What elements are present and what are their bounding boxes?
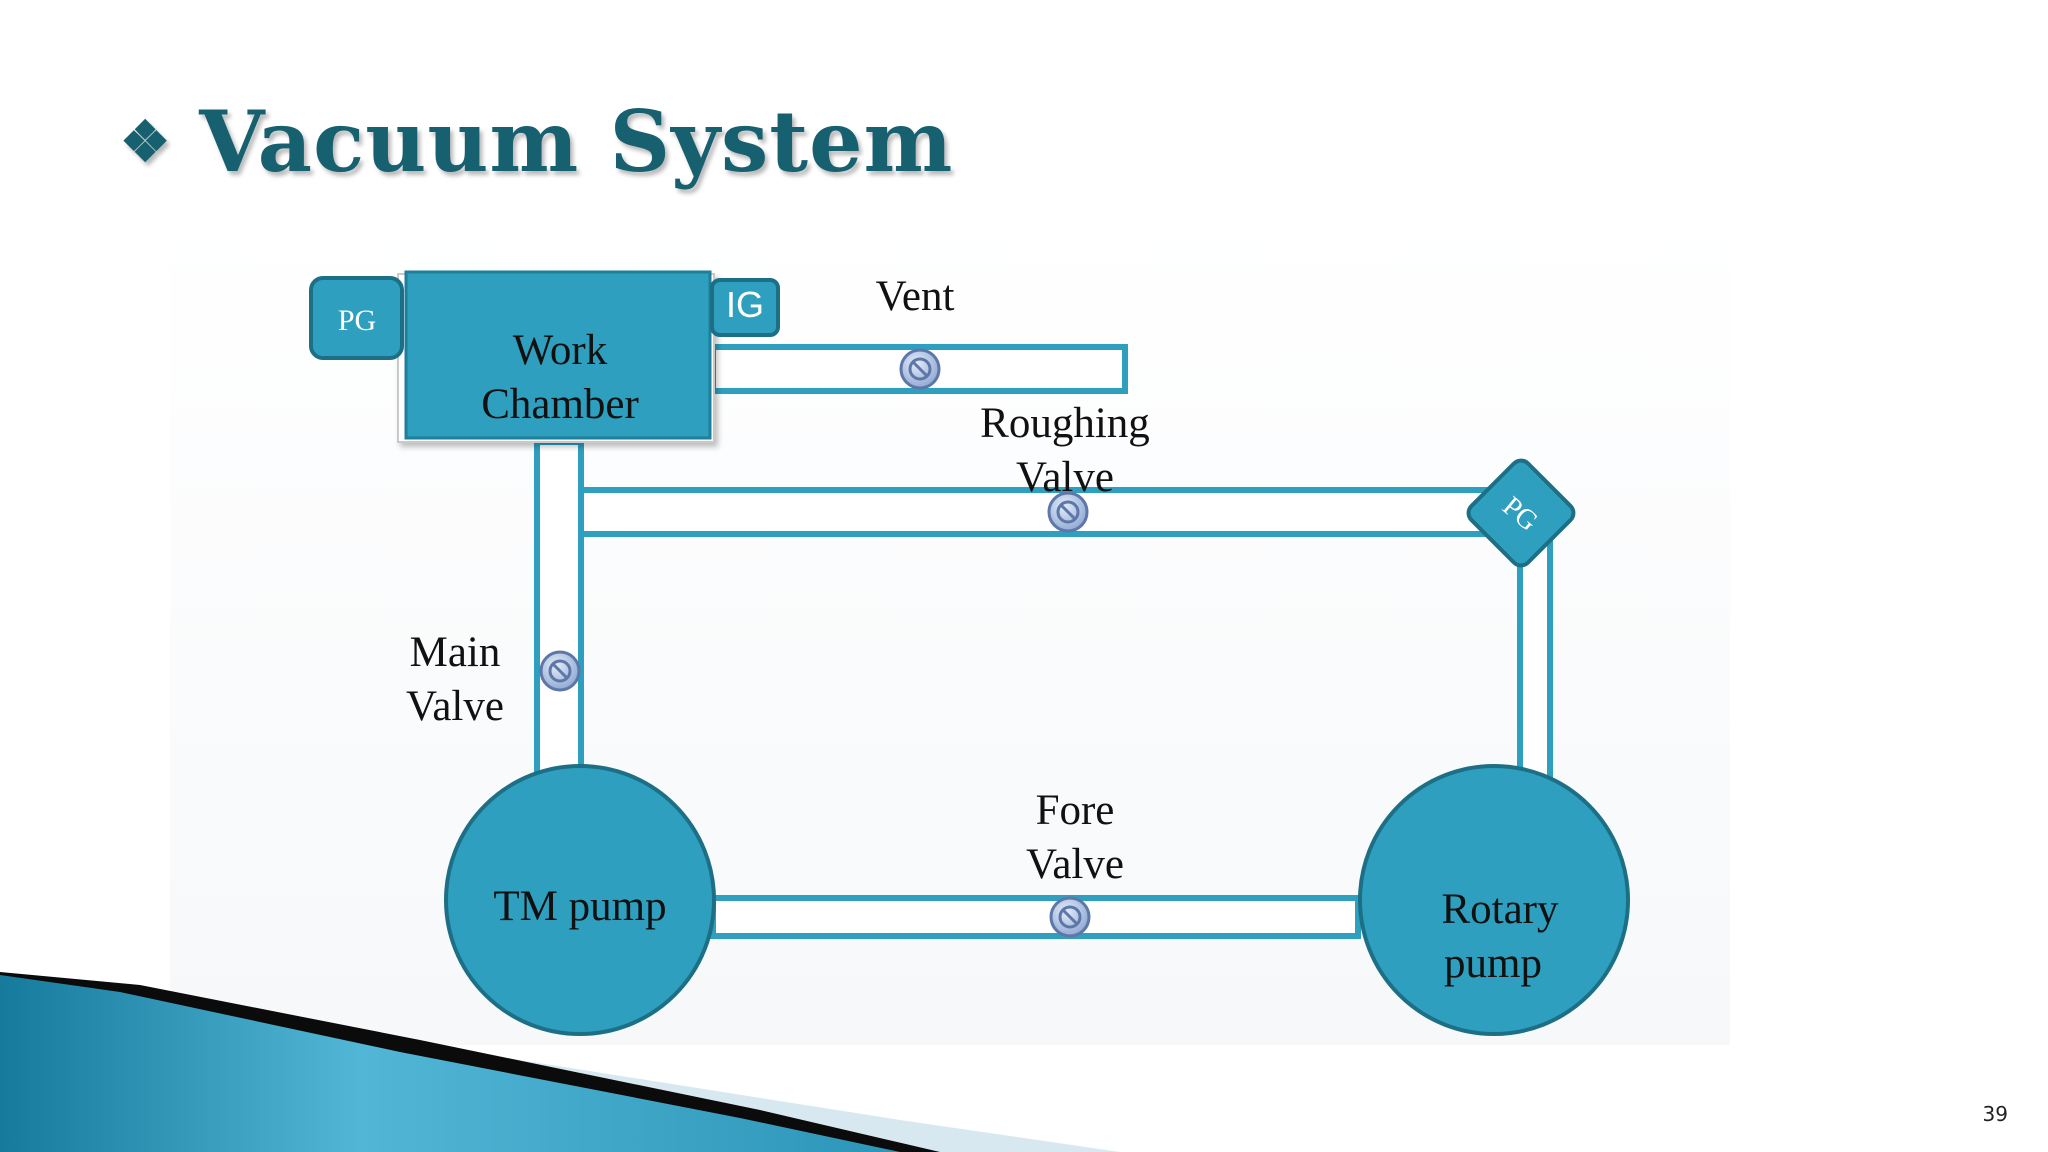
roughing-valve-icon[interactable] [1047,491,1089,533]
main-pipe [534,439,584,783]
slide-title: ❖ Vacuum System [120,92,953,191]
ig-label: IG [726,284,764,325]
roughing-valve-label-line1: Roughing [980,400,1150,447]
work-chamber [397,270,715,443]
work-chamber-label: Work Chamber [430,324,690,432]
rotary-pipe [1517,527,1553,783]
main-valve-label-line2: Valve [406,683,504,730]
bottom-swoosh-decoration [0,972,1120,1152]
rotary-pump-label-line1: Rotary [1441,886,1559,933]
tm-pump-label: TM pump [493,883,667,930]
pg-left-gauge-box [309,276,404,360]
rotary-pump-label-line2: pump [1444,940,1542,987]
roughing-valve-label: Roughing Valve [950,397,1180,505]
page-number: 39 [1982,1102,2008,1126]
pg-right-gauge-box [1466,458,1576,568]
tm-pump-circle [444,764,716,1036]
ig-gauge-box [710,278,780,337]
work-chamber-label-line2: Chamber [481,381,639,428]
rotary-pump-label: Rotary pump [1400,883,1600,991]
main-valve-label: Main Valve [385,626,525,734]
slide-title-text: Vacuum System [199,92,954,191]
pg-left-label: PG [338,304,376,337]
work-chamber-label-line1: Work [512,327,608,374]
fore-valve-label: Fore Valve [1000,784,1150,892]
fore-valve-icon[interactable] [1049,896,1091,938]
fore-valve-label-line1: Fore [1035,787,1115,834]
fore-pipe [710,895,1361,939]
main-valve-icon[interactable] [539,650,581,692]
fore-valve-label-line2: Valve [1026,841,1124,888]
diamond-bullet-icon: ❖ [120,108,172,175]
vent-label: Vent [875,273,955,320]
main-valve-label-line1: Main [409,629,501,676]
roughing-valve-label-line2: Valve [1016,454,1114,501]
rotary-pump-circle [1358,764,1630,1036]
vent-valve-icon[interactable] [899,348,941,390]
